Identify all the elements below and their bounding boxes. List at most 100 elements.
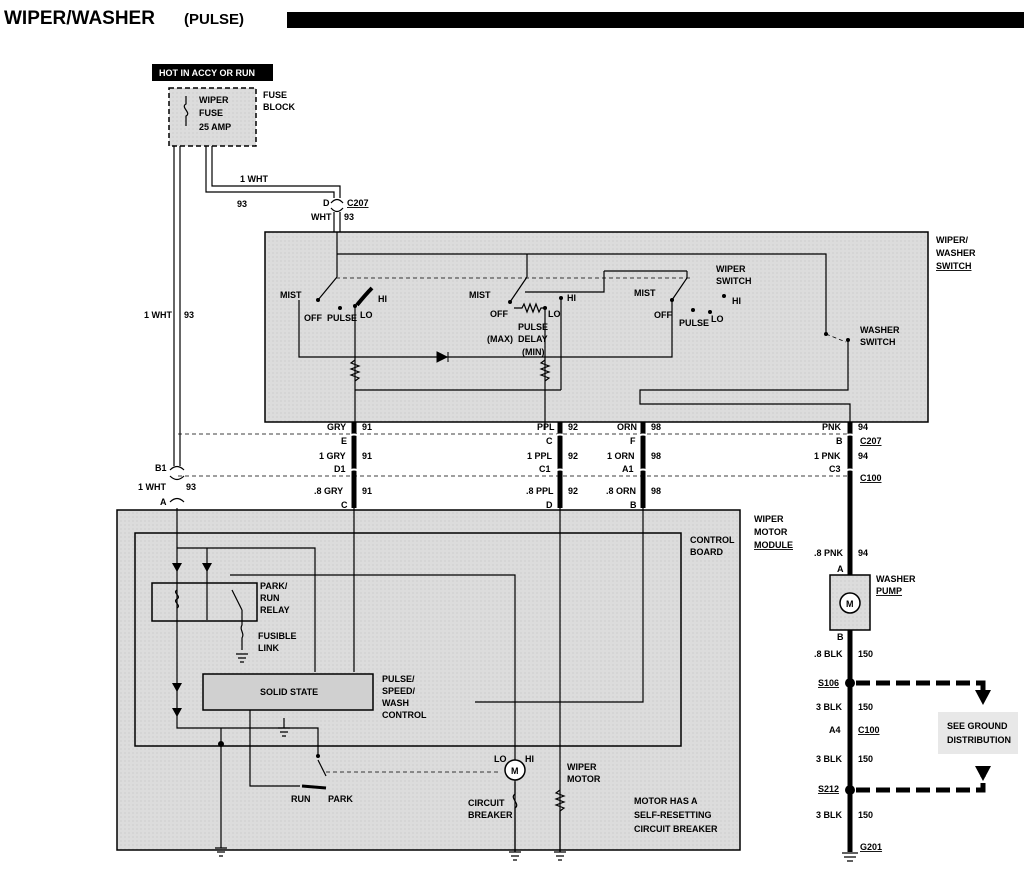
- wire-label: 3 BLK: [816, 754, 843, 764]
- wire-label: .8 BLK: [814, 649, 843, 659]
- title-bar: [287, 12, 1024, 28]
- control-label-2: SPEED/: [382, 686, 416, 696]
- circuit-breaker-label-2: BREAKER: [468, 810, 513, 820]
- switch-bus: [336, 232, 827, 334]
- switch-resistor: [349, 359, 551, 382]
- relay-label-2: RUN: [260, 593, 280, 603]
- connector-pin: C: [546, 436, 553, 446]
- motor-note-2: SELF-RESETTING: [634, 810, 712, 820]
- control-board-label-2: BOARD: [690, 547, 723, 557]
- connector-pin: C3: [829, 464, 841, 474]
- ground-ref-line-2: DISTRIBUTION: [947, 735, 1011, 745]
- wiper-switch-label-2: SWITCH: [716, 276, 752, 286]
- fuse-icon: [183, 96, 189, 126]
- wiper-motor-icon: [504, 759, 526, 781]
- wire-label: 150: [858, 754, 873, 764]
- wiper-motor-label-2: MOTOR: [567, 774, 601, 784]
- washer-switch-label-1: WASHER: [860, 325, 900, 335]
- wire-label: 1 GRY: [319, 451, 346, 461]
- wire-label: 1 WHT: [144, 310, 173, 320]
- wire-label: 94: [858, 451, 868, 461]
- switch-pos-label: PULSE: [679, 318, 709, 328]
- hot-label: HOT IN ACCY OR RUN: [159, 68, 255, 78]
- pulse-delay-label-1: PULSE: [518, 322, 548, 332]
- park-switch: [317, 759, 327, 777]
- wire-label: 3 BLK: [816, 702, 843, 712]
- wire-label: 98: [651, 486, 661, 496]
- park-label: PARK: [328, 794, 353, 804]
- wire-label: 91: [362, 422, 372, 432]
- relay-label-1: PARK/: [260, 581, 288, 591]
- wire-label: .8 ORN: [606, 486, 636, 496]
- wire-label: 150: [858, 810, 873, 820]
- connector-pin: A: [160, 497, 167, 507]
- connector-pin: D: [323, 198, 330, 208]
- pulse-delay-resistor: [514, 302, 547, 314]
- wiper-motor-label-1: WIPER: [567, 762, 597, 772]
- module-ground: [215, 728, 227, 857]
- connector-c207-label: C207: [347, 198, 369, 208]
- motor-note-1: MOTOR HAS A: [634, 796, 698, 806]
- control-label-3: WASH: [382, 698, 409, 708]
- connector-pin: A4: [829, 725, 841, 735]
- ground-ref-line-1: SEE GROUND: [947, 721, 1008, 731]
- connector-pin: A: [837, 564, 844, 574]
- motor-lo-label: LO: [494, 754, 507, 764]
- wire-label: 150: [858, 702, 873, 712]
- connector-b1: [169, 465, 185, 503]
- pump-m: M: [846, 599, 854, 609]
- switch-pos-label: LO: [360, 310, 373, 320]
- switch-blade: [671, 271, 688, 301]
- switch-blade: [317, 276, 338, 301]
- ground-icon: [236, 653, 248, 663]
- wire-label: 1 PPL: [527, 451, 553, 461]
- wire-label: 1 WHT: [240, 174, 269, 184]
- wire-label: 91: [362, 451, 372, 461]
- switch-pos-label: LO: [548, 309, 561, 319]
- connector-pin: B: [837, 632, 844, 642]
- page-title: WIPER/WASHER: [4, 8, 155, 29]
- splice-s106: [845, 678, 855, 688]
- washer-pump-motor-icon: [839, 592, 861, 614]
- switch-pos-label: MIST: [634, 288, 656, 298]
- switch-pos-label: MIST: [280, 290, 302, 300]
- switch-title-3: SWITCH: [936, 261, 972, 271]
- wire-label: 1 WHT: [138, 482, 167, 492]
- harness-thick-wires: [351, 422, 853, 852]
- wire-label: 3 BLK: [816, 810, 843, 820]
- wire-label: 93: [186, 482, 196, 492]
- fuse-block: [168, 87, 257, 147]
- park-switch-blade: [301, 784, 327, 790]
- connector-pin: A1: [622, 464, 634, 474]
- connector-c100-label: C100: [860, 473, 882, 483]
- connector-pin: B1: [155, 463, 167, 473]
- connector-pin: F: [630, 436, 636, 446]
- control-board-label-1: CONTROL: [690, 535, 735, 545]
- connector-dashed-lines: [178, 433, 850, 477]
- switch-pos-label: HI: [567, 293, 576, 303]
- wire-label: 92: [568, 422, 578, 432]
- motor-breaker-resistor: [509, 782, 566, 861]
- ground-dashed-line-2: [856, 770, 986, 793]
- wire-label: ORN: [617, 422, 637, 432]
- wire-label: PNK: [822, 422, 842, 432]
- wire-label: 93: [184, 310, 194, 320]
- module-wiring: [176, 508, 644, 852]
- solid-state-ground: [249, 710, 300, 787]
- wire-label: 93: [237, 199, 247, 209]
- circuit-breaker-label-1: CIRCUIT: [468, 798, 505, 808]
- module-title-3: MODULE: [754, 540, 793, 550]
- washer-switch-label-2: SWITCH: [860, 337, 896, 347]
- wire-label: 94: [858, 548, 868, 558]
- connector-pin: B: [630, 500, 637, 510]
- switch-pos-label: LO: [711, 314, 724, 324]
- splice-s212: [845, 785, 855, 795]
- module-title-1: WIPER: [754, 514, 784, 524]
- switch-mechanical-link: [336, 277, 847, 343]
- wire-label: 94: [858, 422, 868, 432]
- wire-label: 92: [568, 486, 578, 496]
- switch-pos-label: OFF: [490, 309, 508, 319]
- connector-c100-label: C100: [858, 725, 880, 735]
- wire-label: PPL: [537, 422, 555, 432]
- control-label-1: PULSE/: [382, 674, 415, 684]
